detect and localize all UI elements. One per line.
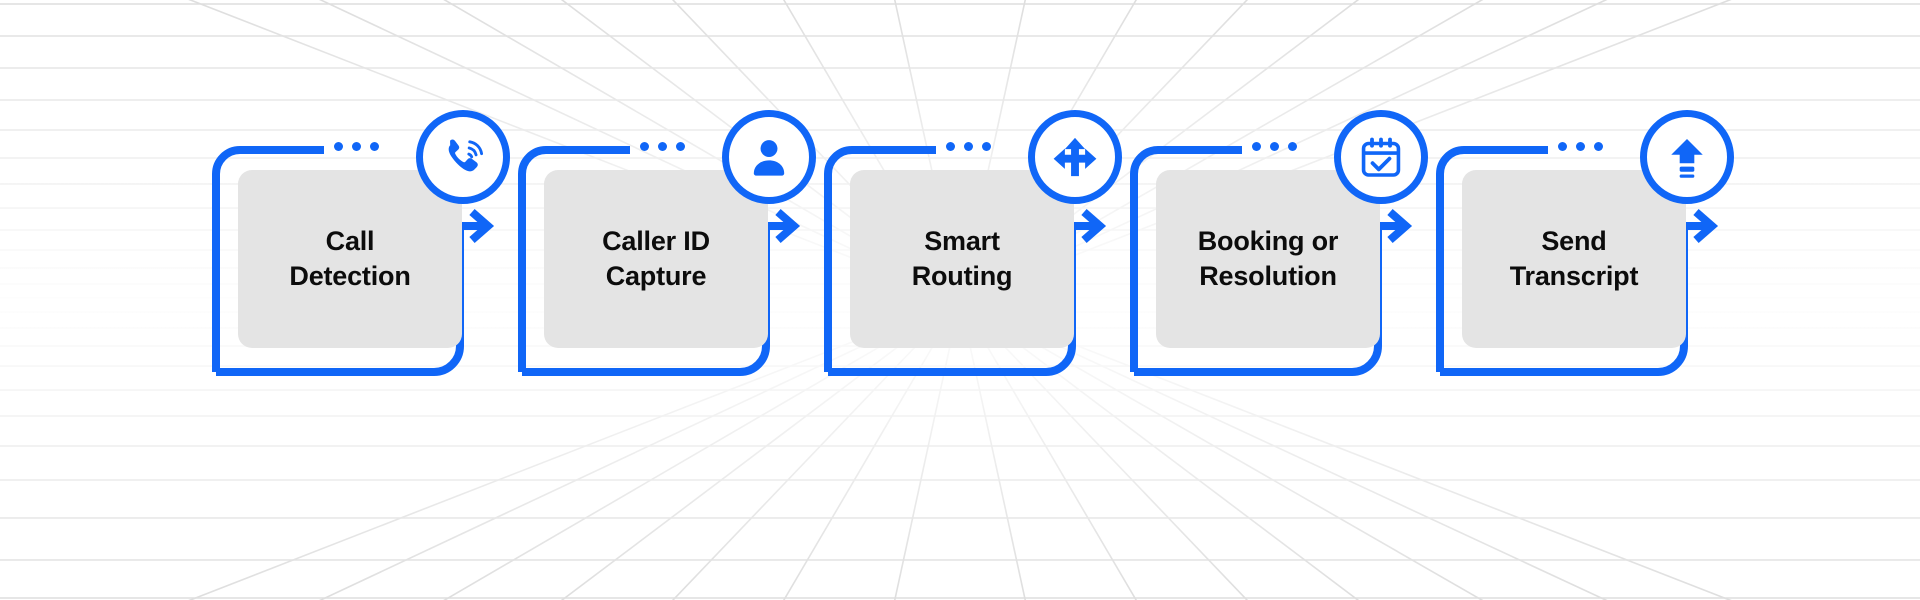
phone-ringing-icon — [416, 110, 510, 204]
dot-3 — [1594, 142, 1603, 151]
process-step-2[interactable]: Caller ID Capture — [518, 110, 816, 376]
step-label-line2: Transcript — [1509, 261, 1639, 291]
step-label-line1: Caller ID — [602, 225, 710, 256]
step-label: Booking or Resolution — [1190, 224, 1347, 294]
dot-1 — [1558, 142, 1567, 151]
step-label-line2: Detection — [289, 261, 411, 291]
step-plate: Caller ID Capture — [544, 170, 768, 348]
dot-1 — [946, 142, 955, 151]
step-dots — [946, 142, 991, 151]
step-plate: Send Transcript — [1462, 170, 1686, 348]
dot-2 — [964, 142, 973, 151]
process-step-4[interactable]: Booking or Resolution — [1130, 110, 1428, 376]
step-label: Smart Routing — [904, 224, 1021, 294]
step-outline-path — [1130, 146, 1413, 376]
dot-3 — [982, 142, 991, 151]
step-label-line2: Routing — [911, 261, 1013, 291]
step-outline-path — [212, 146, 495, 376]
step-label-line1: Send — [1541, 225, 1607, 256]
step-label: Send Transcript — [1502, 224, 1647, 294]
step-label-line1: Smart — [924, 225, 1000, 256]
dot-2 — [1576, 142, 1585, 151]
process-step-1[interactable]: Call Detection — [212, 110, 510, 376]
dot-2 — [1270, 142, 1279, 151]
step-dots — [334, 142, 379, 151]
step-outline-path — [518, 146, 801, 376]
upload-arrow-icon — [1640, 110, 1734, 204]
directional-arrows-icon — [1028, 110, 1122, 204]
step-dots — [1252, 142, 1297, 151]
dot-1 — [640, 142, 649, 151]
step-label-line2: Resolution — [1199, 261, 1337, 291]
step-plate: Smart Routing — [850, 170, 1074, 348]
process-step-5[interactable]: Send Transcript — [1436, 110, 1734, 376]
process-step-3[interactable]: Smart Routing — [824, 110, 1122, 376]
dot-1 — [334, 142, 343, 151]
step-dots — [1558, 142, 1603, 151]
step-label-line1: Booking or — [1197, 225, 1339, 256]
dot-3 — [676, 142, 685, 151]
dot-2 — [658, 142, 667, 151]
person-icon — [722, 110, 816, 204]
step-outline-path — [824, 146, 1107, 376]
step-label-line2: Capture — [605, 261, 707, 291]
step-outline-path — [1436, 146, 1719, 376]
dot-2 — [352, 142, 361, 151]
step-label-line1: Call — [325, 225, 375, 256]
calendar-check-icon — [1334, 110, 1428, 204]
dot-1 — [1252, 142, 1261, 151]
dot-3 — [1288, 142, 1297, 151]
step-label: Caller ID Capture — [594, 224, 718, 294]
step-plate: Booking or Resolution — [1156, 170, 1380, 348]
step-label: Call Detection — [281, 224, 418, 294]
step-plate: Call Detection — [238, 170, 462, 348]
dot-3 — [370, 142, 379, 151]
step-dots — [640, 142, 685, 151]
